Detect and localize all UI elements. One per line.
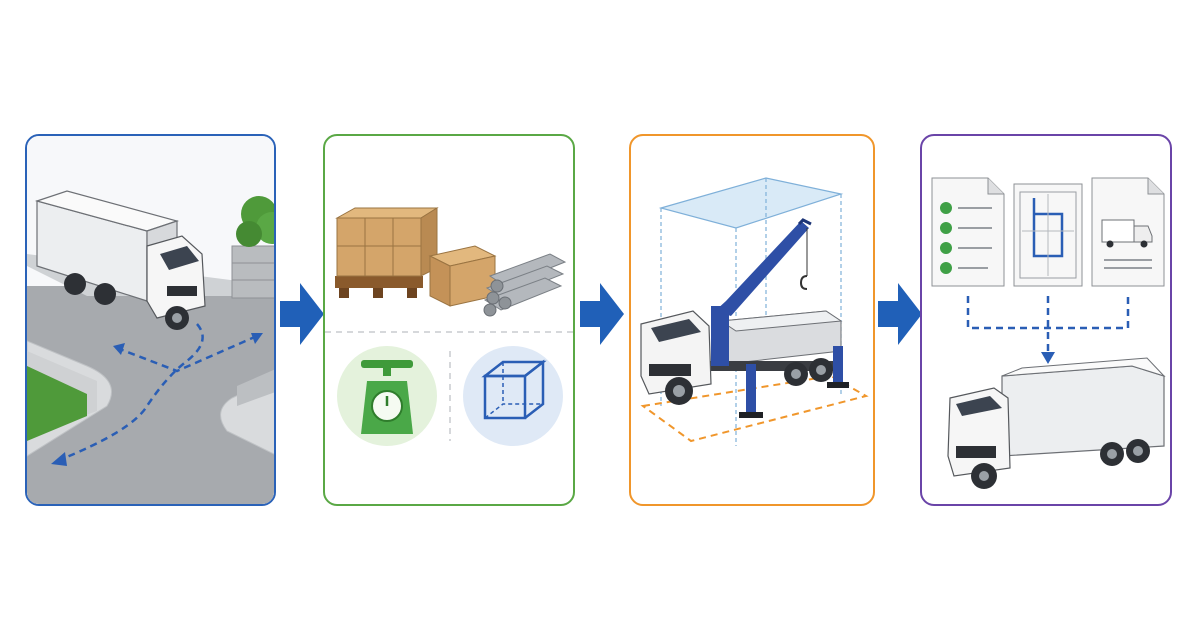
weighing-scale-icon [337,346,437,446]
panel-documents-check [920,134,1172,506]
panel-cargo-check [323,134,575,506]
arrow-right-icon [878,283,922,345]
panel-crane-check [629,134,875,506]
cube-volume-icon [463,346,563,446]
cargo-illustration [325,207,573,446]
box-truck [947,357,1166,489]
truck-spec-document [1091,177,1165,287]
panel-route-check [25,134,276,506]
documents-illustration [931,177,1166,489]
blueprint-document [1013,183,1083,287]
route-illustration [27,136,274,504]
crane-truck-illustration [640,177,869,446]
checklist-document [931,177,1005,287]
arrow-right-icon [580,283,624,345]
arrow-right-icon [280,283,324,345]
